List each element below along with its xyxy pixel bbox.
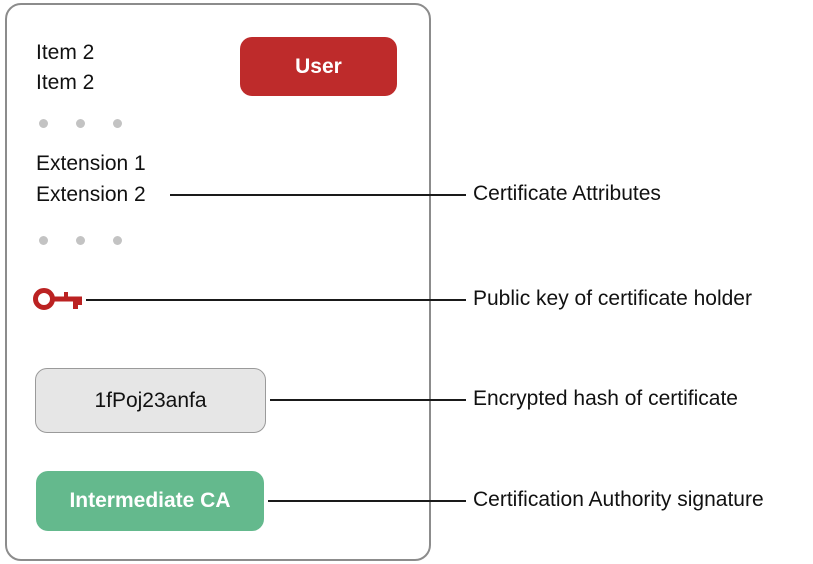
ellipsis-dot [76, 236, 85, 245]
ellipsis-dot [39, 119, 48, 128]
subject-user-box[interactable]: User [240, 37, 397, 96]
ellipsis-dot [76, 119, 85, 128]
certificate-attribute-line-2: Item 2 [36, 71, 95, 94]
certificate-container [5, 3, 431, 561]
leader-line-encrypted-hash [270, 399, 466, 401]
ellipsis-dot [113, 236, 122, 245]
certificate-attribute-line-1: Item 2 [36, 41, 95, 64]
certificate-attribute-line-4: Extension 2 [36, 183, 146, 206]
key-icon [33, 284, 89, 314]
callout-certificate-attributes: Certificate Attributes [473, 182, 661, 205]
callout-public-key: Public key of certificate holder [473, 287, 752, 310]
callout-encrypted-hash: Encrypted hash of certificate [473, 387, 738, 410]
signer-ca-label: Intermediate CA [69, 489, 231, 512]
callout-ca-signature: Certification Authority signature [473, 488, 764, 511]
encrypted-hash-label: 1fPoj23anfa [94, 388, 207, 412]
ellipsis-dot [113, 119, 122, 128]
signer-ca-box[interactable]: Intermediate CA [36, 471, 264, 531]
certificate-attribute-line-3: Extension 1 [36, 152, 146, 175]
ellipsis-row-1 [39, 119, 122, 128]
leader-line-certificate-attributes [170, 194, 466, 196]
ellipsis-row-2 [39, 236, 122, 245]
leader-line-ca-signature [268, 500, 466, 502]
encrypted-hash-box[interactable]: 1fPoj23anfa [35, 368, 266, 433]
leader-line-public-key [86, 299, 466, 301]
ellipsis-dot [39, 236, 48, 245]
subject-user-label: User [295, 54, 342, 78]
